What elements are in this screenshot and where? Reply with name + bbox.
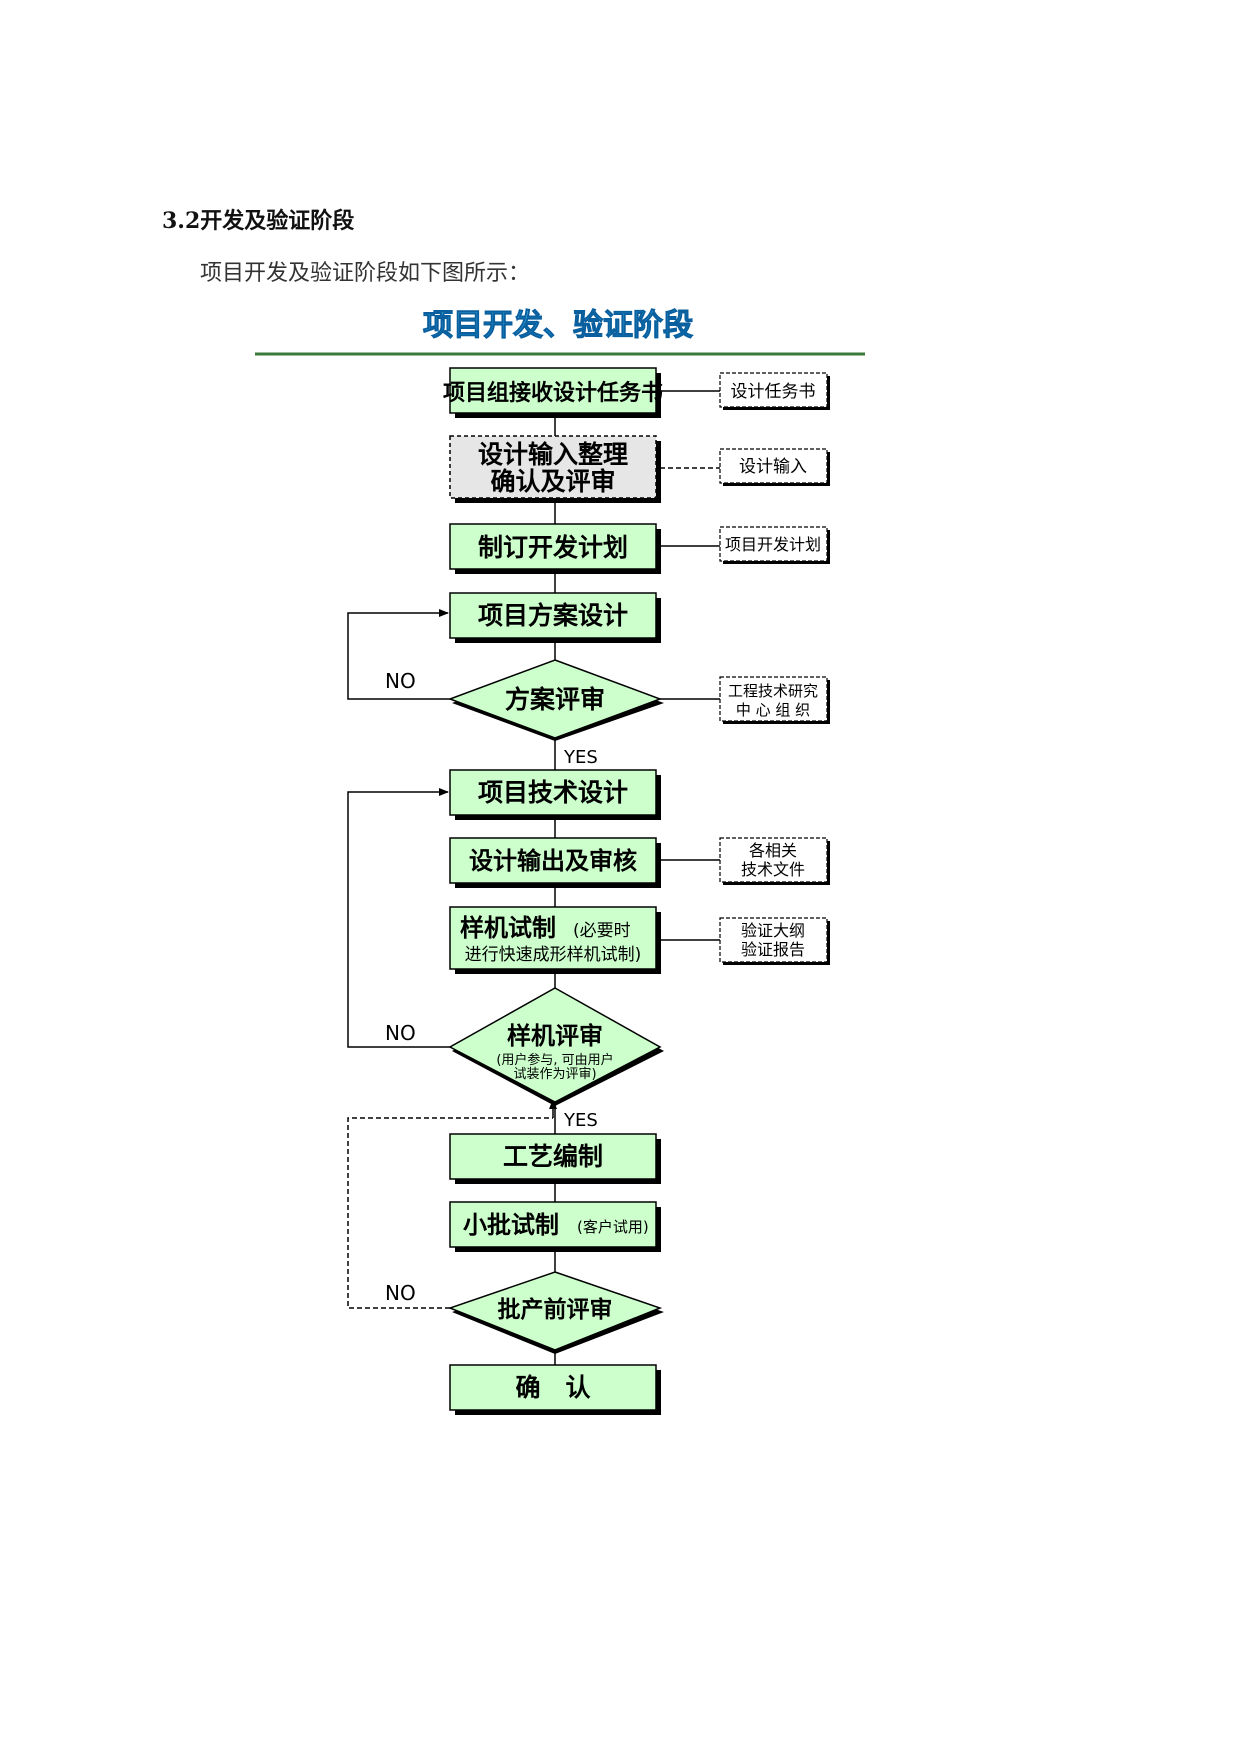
node-prototype: 样机试制 (必要时 进行快速成形样机试制) (449, 906, 661, 974)
diagram-title: 项目开发、验证阶段 (423, 308, 693, 343)
side-box-engineering-center: 工程技术研究 中 心 组 织 (719, 676, 830, 724)
svg-text:设计任务书: 设计任务书 (731, 382, 816, 402)
svg-text:项目组接收设计任务书: 项目组接收设计任务书 (443, 380, 663, 406)
svg-text:进行快速成形样机试制): 进行快速成形样机试制) (465, 945, 642, 965)
svg-text:项目技术设计: 项目技术设计 (478, 778, 628, 807)
node-receive-task: 项目组接收设计任务书 (443, 367, 663, 418)
side-box-tech-docs: 各相关 技术文件 (719, 837, 830, 885)
svg-text:确 认: 确 认 (515, 1373, 590, 1402)
edge-label-no-1: NO (385, 669, 416, 693)
node-tech-design: 项目技术设计 (449, 769, 661, 820)
svg-text:制订开发计划: 制订开发计划 (478, 533, 628, 562)
loop-no-1 (347, 609, 450, 700)
intro-paragraph: 项目开发及验证阶段如下图所示： (200, 261, 531, 286)
side-box-design-input: 设计输入 (719, 448, 830, 486)
loop-no-3 (347, 1117, 553, 1309)
svg-text:工程技术研究: 工程技术研究 (728, 682, 818, 700)
svg-text:样机评审: 样机评审 (507, 1022, 603, 1050)
decision-prototype-review: 样机评审 (用户参与, 可由用户 试装作为评审) (448, 987, 664, 1106)
node-process-design: 工艺编制 (449, 1133, 661, 1184)
svg-text:技术文件: 技术文件 (741, 860, 805, 879)
svg-text:试装作为评审): 试装作为评审) (513, 1067, 596, 1082)
node-scheme-design: 项目方案设计 (449, 592, 661, 643)
svg-text:项目开发计划: 项目开发计划 (725, 535, 821, 554)
svg-text:中 心 组 织: 中 心 组 织 (736, 701, 810, 719)
edge-label-yes-1: YES (563, 747, 598, 768)
svg-text:小批试制: 小批试制 (463, 1211, 559, 1239)
node-small-batch: 小批试制 (客户试用) (449, 1201, 661, 1252)
decision-scheme-review: 方案评审 (447, 659, 664, 741)
svg-text:(用户参与, 可由用户: (用户参与, 可由用户 (496, 1052, 613, 1068)
node-design-input-review: 设计输入整理 确认及评审 (449, 435, 661, 503)
side-box-dev-plan: 项目开发计划 (719, 526, 830, 564)
svg-text:设计输出及审核: 设计输出及审核 (469, 847, 637, 875)
svg-text:确认及评审: 确认及评审 (490, 467, 615, 496)
edge-label-yes-2: YES (563, 1110, 598, 1131)
node-dev-plan: 制订开发计划 (449, 523, 661, 574)
svg-text:方案评审: 方案评审 (505, 685, 605, 714)
decision-pre-production-review: 批产前评审 (447, 1271, 664, 1354)
svg-text:设计输入整理: 设计输入整理 (478, 440, 628, 469)
svg-text:验证大纲: 验证大纲 (741, 921, 805, 940)
svg-text:项目方案设计: 项目方案设计 (478, 601, 628, 630)
svg-text:(客户试用): (客户试用) (577, 1218, 649, 1236)
svg-text:样机试制: 样机试制 (460, 914, 556, 942)
edge-label-no-3: NO (385, 1281, 416, 1305)
svg-text:(必要时: (必要时 (573, 921, 631, 941)
side-connectors (660, 390, 720, 941)
svg-text:验证报告: 验证报告 (741, 940, 805, 959)
svg-text:工艺编制: 工艺编制 (503, 1142, 603, 1171)
side-box-task-book: 设计任务书 (719, 372, 830, 410)
section-heading: 3.2开发及验证阶段 (162, 208, 355, 234)
node-confirm: 确 认 (449, 1364, 661, 1415)
side-box-verification: 验证大纲 验证报告 (719, 917, 830, 965)
svg-text:设计输入: 设计输入 (739, 457, 807, 477)
edge-label-no-2: NO (385, 1021, 416, 1045)
loop-no-2 (347, 788, 450, 1048)
svg-text:批产前评审: 批产前评审 (498, 1296, 613, 1323)
node-design-output: 设计输出及审核 (449, 837, 661, 888)
svg-text:各相关: 各相关 (749, 841, 797, 860)
